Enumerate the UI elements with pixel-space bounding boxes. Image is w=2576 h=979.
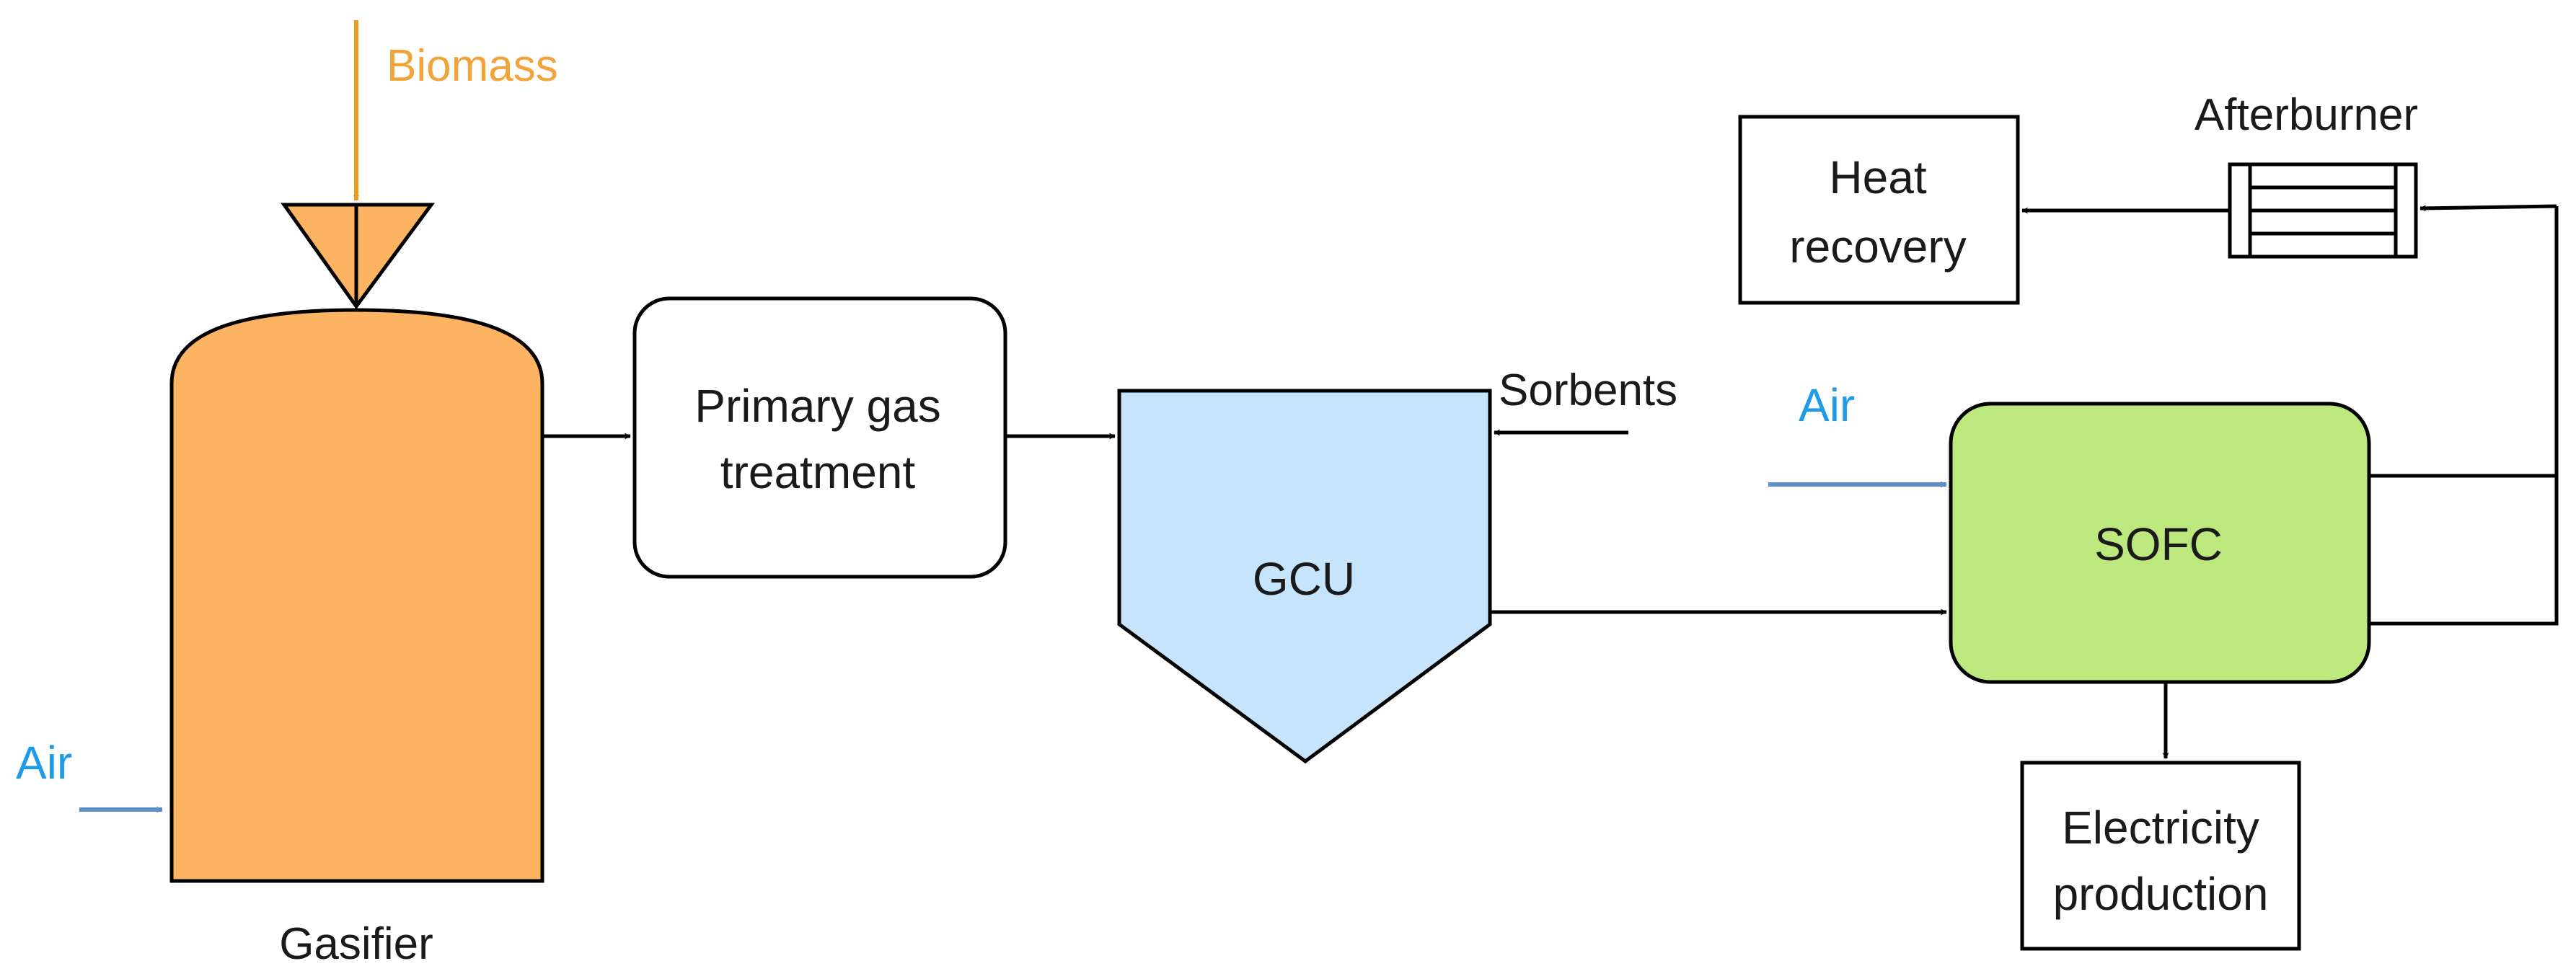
sofc-lower-outlet-line — [2369, 476, 2559, 626]
afterburner-inlet-arrow — [2420, 204, 2557, 212]
heat-recovery-box — [1738, 115, 2020, 305]
air-gasifier-label: Air — [16, 737, 72, 789]
afterburner-label: Afterburner — [2195, 90, 2418, 140]
sofc-label: SOFC — [2094, 518, 2223, 570]
air-sofc-label: Air — [1799, 379, 1855, 431]
sorbents-label: Sorbents — [1499, 366, 1677, 415]
gasifier-label: Gasifier — [279, 919, 433, 969]
gasifier-vessel — [169, 308, 544, 883]
biomass-label: Biomass — [387, 41, 558, 91]
gcu-vessel — [1117, 389, 1492, 764]
sofc-box — [1949, 402, 2371, 684]
afterburner-unit — [2228, 162, 2418, 259]
electricity-production-box — [2020, 761, 2301, 951]
heat-recovery-label-line2: recovery — [1789, 221, 1966, 273]
heat-recovery-label-line1: Heat — [1829, 151, 1926, 203]
primary-gas-label-line1: Primary gas — [694, 380, 940, 432]
electricity-label-line2: production — [2053, 868, 2269, 920]
gcu-label: GCU — [1253, 553, 1355, 605]
primary-gas-treatment-box — [632, 296, 1007, 579]
primary-gas-label-line2: treatment — [720, 446, 916, 498]
electricity-label-line1: Electricity — [2062, 802, 2259, 854]
